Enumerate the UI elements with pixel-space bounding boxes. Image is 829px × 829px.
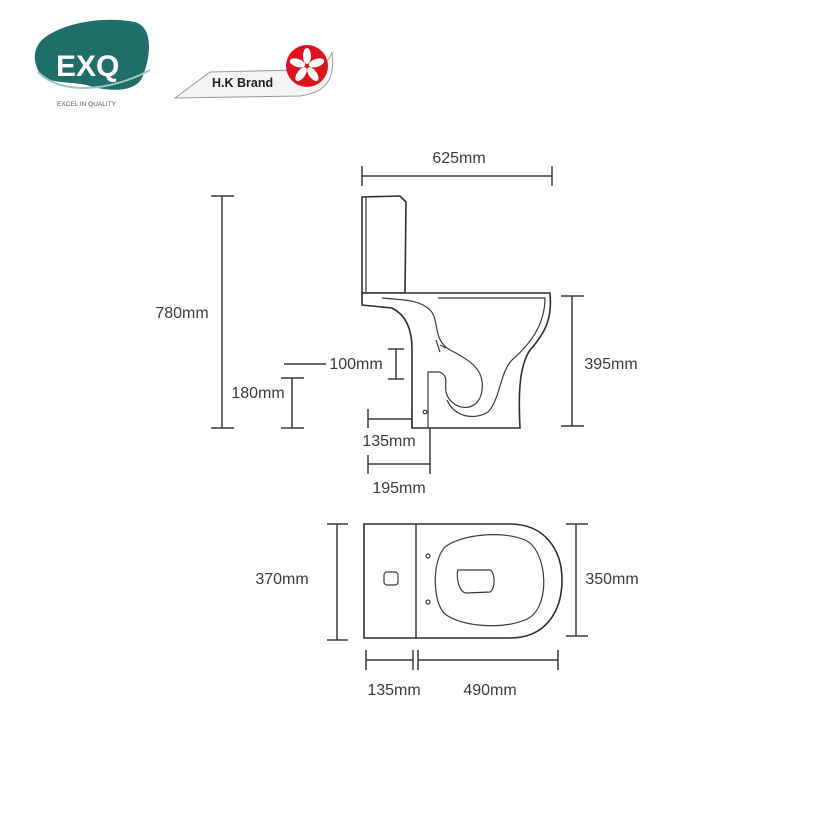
bowl-height-label: 395mm — [584, 356, 637, 373]
side-view: 625mm 780mm 180mm 100mm 395mm 135mm 195m… — [155, 150, 637, 497]
exq-logo: EXQ EXCEL IN QUALITY — [34, 19, 151, 108]
tank-depth-label: 135mm — [367, 682, 420, 699]
outlet-size-label: 100mm — [329, 356, 382, 373]
logo-tagline: EXCEL IN QUALITY — [57, 101, 117, 108]
top-view: 370mm 350mm 135mm 490mm — [255, 523, 639, 699]
logo-blob — [34, 19, 150, 90]
outlet-depth-label: 195mm — [372, 480, 425, 497]
bauhinia-icon — [289, 48, 325, 81]
top-right-width-label: 350mm — [585, 571, 638, 588]
logo-swoosh — [37, 69, 151, 89]
top-left-width-label: 370mm — [255, 571, 308, 588]
side-width-label: 625mm — [432, 150, 485, 167]
bowl-length-label: 490mm — [463, 682, 516, 699]
hk-brand-label: H.K Brand — [212, 76, 273, 90]
outlet-height-label: 180mm — [231, 385, 284, 402]
total-height-label: 780mm — [155, 305, 208, 322]
outlet-offset-label: 135mm — [362, 433, 415, 450]
toilet-side-silhouette — [361, 195, 552, 429]
flush-button-icon — [383, 571, 399, 586]
logo-text: EXQ — [56, 50, 119, 83]
toilet-top-silhouette — [363, 523, 563, 639]
hk-brand-badge: H.K Brand — [173, 45, 334, 99]
